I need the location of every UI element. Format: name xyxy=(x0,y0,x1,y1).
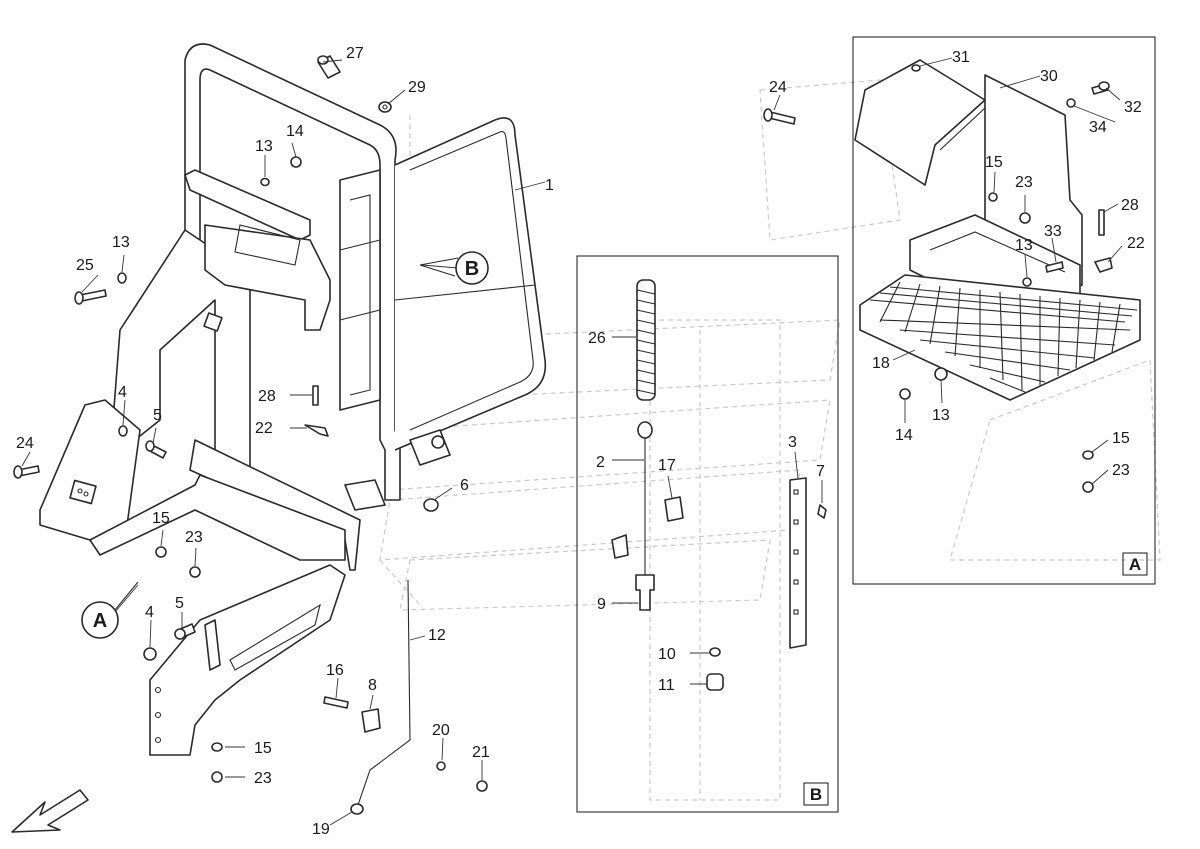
callout-11: 11 xyxy=(658,677,675,694)
callout-14: 14 xyxy=(286,123,304,140)
callout-33: 33 xyxy=(1044,223,1062,240)
callout-4: 4 xyxy=(118,384,127,401)
callout-5: 5 xyxy=(175,595,184,612)
detail-a xyxy=(763,36,1156,585)
callout-31: 31 xyxy=(952,49,970,66)
callout-29: 29 xyxy=(408,79,426,96)
callout-30: 30 xyxy=(1040,68,1058,85)
callout-22: 22 xyxy=(1127,235,1145,252)
callout-2: 2 xyxy=(596,454,605,471)
detail-b xyxy=(576,255,839,813)
callout-15: 15 xyxy=(1112,430,1130,447)
callout-25: 25 xyxy=(76,257,94,274)
callout-23: 23 xyxy=(1015,174,1033,191)
callout-7: 7 xyxy=(816,463,825,480)
callout-28: 28 xyxy=(1121,197,1139,214)
callout-27: 27 xyxy=(346,45,364,62)
callout-8: 8 xyxy=(368,677,377,694)
callout-13: 13 xyxy=(112,234,130,251)
callout-24: 24 xyxy=(769,79,787,96)
callout-23: 23 xyxy=(254,770,272,787)
callout-24: 24 xyxy=(16,435,34,452)
main-frame xyxy=(39,43,547,756)
callout-15: 15 xyxy=(254,740,272,757)
callout-14: 14 xyxy=(895,427,913,444)
rod-assembly xyxy=(323,579,488,815)
callout-3: 3 xyxy=(788,434,797,451)
leader-lines xyxy=(21,59,546,826)
view-indicators xyxy=(81,251,489,639)
callout-12: 12 xyxy=(428,627,446,644)
callout-10: 10 xyxy=(658,646,676,663)
callout-23: 23 xyxy=(1112,462,1130,479)
callout-20: 20 xyxy=(432,722,450,739)
callout-32: 32 xyxy=(1124,99,1142,116)
callout-15: 15 xyxy=(985,154,1003,171)
callout-26: 26 xyxy=(588,330,606,347)
callout-34: 34 xyxy=(1089,119,1107,136)
callout-16: 16 xyxy=(326,662,344,679)
callout-21: 21 xyxy=(472,744,490,761)
fasteners-left xyxy=(13,55,439,783)
callout-22: 22 xyxy=(255,420,273,437)
detail-b-marker: B xyxy=(465,258,479,280)
callout-1: 1 xyxy=(545,177,554,194)
callout-5: 5 xyxy=(153,407,162,424)
detail-b-box-label: B xyxy=(810,785,822,804)
callout-23: 23 xyxy=(185,529,203,546)
callout-19: 19 xyxy=(312,821,330,838)
callout-labels: B A B A 1 2 3 4 4 5 5 6 7 8 9 10 11 12 1… xyxy=(16,45,1145,838)
callout-13: 13 xyxy=(1015,237,1033,254)
detail-a-box-label: A xyxy=(1129,555,1141,574)
callout-15: 15 xyxy=(152,510,170,527)
callout-13: 13 xyxy=(255,138,273,155)
callout-13: 13 xyxy=(932,407,950,424)
callout-4: 4 xyxy=(145,604,154,621)
detail-a-marker: A xyxy=(93,610,107,632)
direction-arrow xyxy=(11,789,89,833)
callout-6: 6 xyxy=(460,477,469,494)
callout-18: 18 xyxy=(872,355,890,372)
callout-28: 28 xyxy=(258,388,276,405)
callout-9: 9 xyxy=(597,596,606,613)
callout-17: 17 xyxy=(658,457,676,474)
